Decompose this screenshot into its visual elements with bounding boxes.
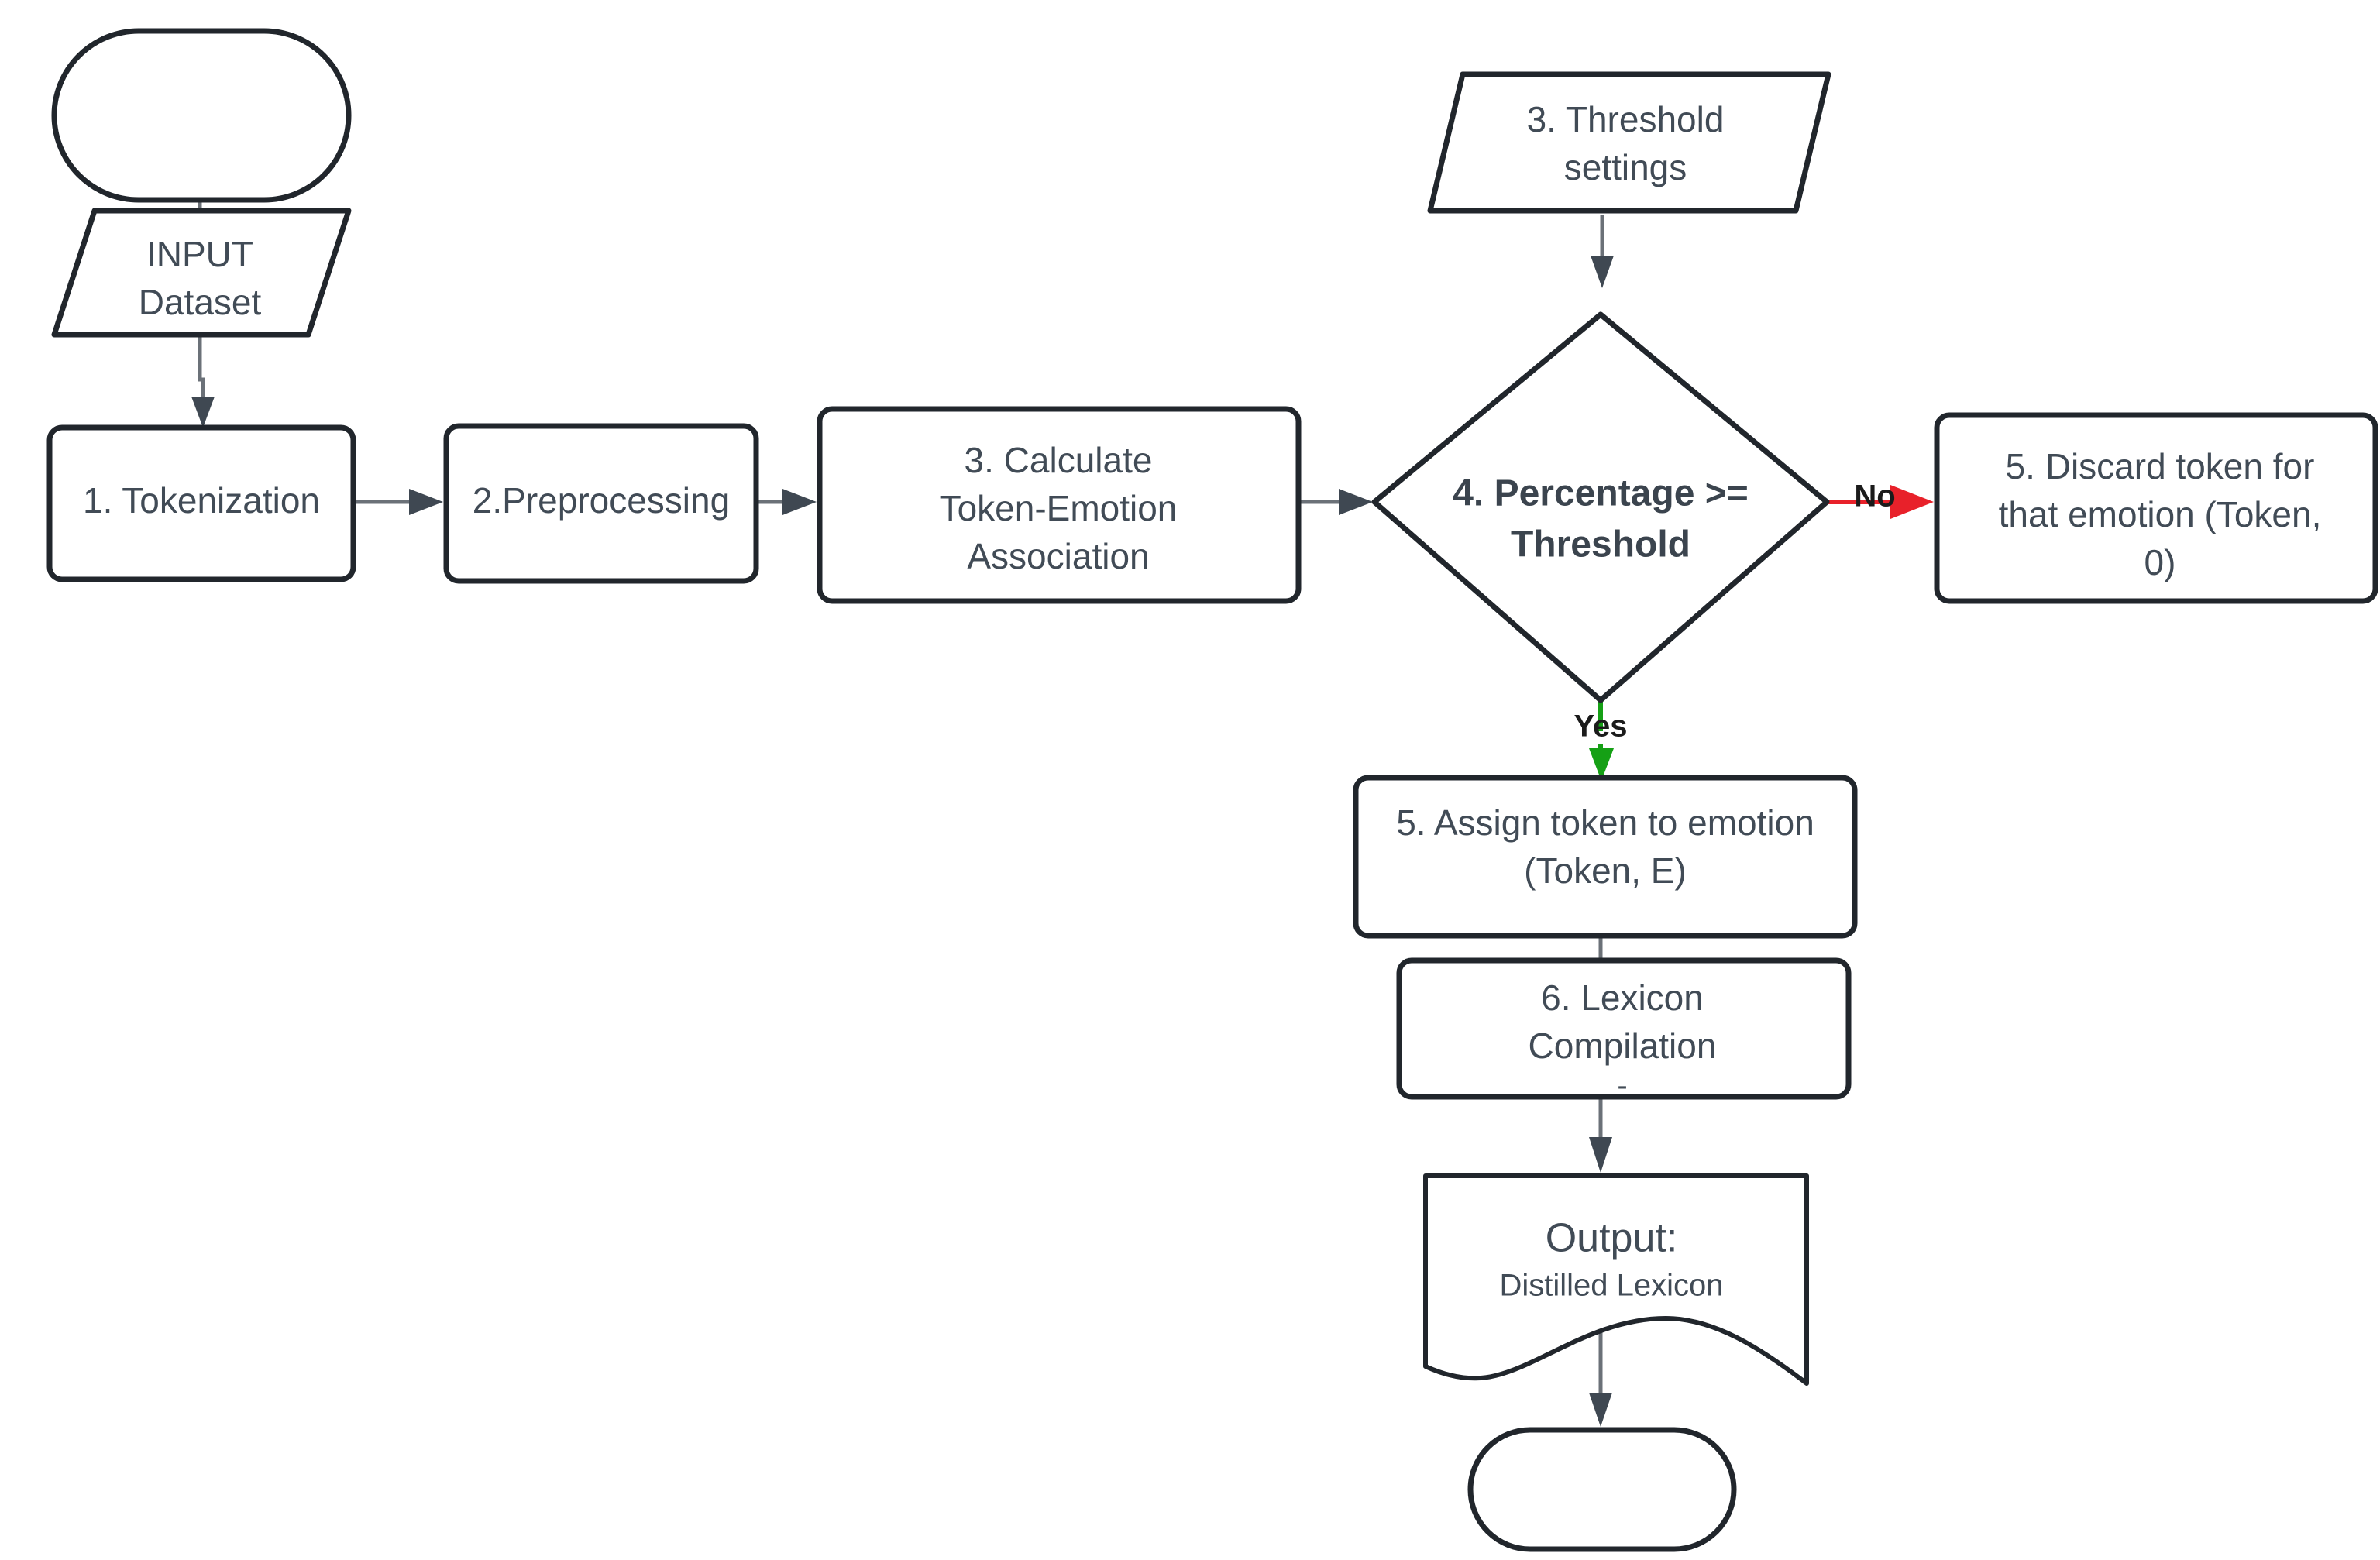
input-dataset-line2: Dataset: [139, 282, 262, 322]
edge-threshold-to-decision: [1591, 215, 1614, 288]
lexicon-compilation-artifact: -: [1617, 1069, 1627, 1103]
node-discard-token[interactable]: 5. Discard token for that emotion (Token…: [1934, 412, 2378, 604]
lexicon-compilation-line2: Compilation: [1529, 1026, 1717, 1066]
node-output-document[interactable]: Output: Distilled Lexicon: [1423, 1173, 1809, 1386]
discard-token-line3: 0): [2144, 542, 2176, 582]
decision-line2: Threshold: [1511, 524, 1690, 565]
calculate-assoc-line3: Association: [967, 536, 1149, 576]
edge-tokenization-to-preprocessing: [353, 489, 443, 515]
lexicon-compilation-line1: 6. Lexicon: [1541, 978, 1704, 1018]
output-document-line2: Distilled Lexicon: [1499, 1269, 1723, 1303]
threshold-settings-line2: settings: [1564, 147, 1687, 187]
edge-label-no: No: [1854, 479, 1895, 514]
node-preprocessing[interactable]: 2.Preprocessing: [443, 423, 759, 584]
threshold-settings-line1: 3. Threshold: [1527, 99, 1725, 139]
preprocessing-label: 2.Preprocessing: [473, 480, 730, 521]
node-tokenization[interactable]: 1. Tokenization: [46, 424, 356, 582]
node-input-dataset[interactable]: INPUT Dataset: [51, 208, 352, 338]
node-calculate-association[interactable]: 3. Calculate Token-Emotion Association: [817, 406, 1302, 604]
node-decision-percentage-threshold[interactable]: 4. Percentage >= Threshold: [1371, 311, 1830, 703]
node-end-terminal[interactable]: [1467, 1427, 1737, 1552]
tokenization-label: 1. Tokenization: [83, 480, 320, 521]
node-lexicon-compilation[interactable]: 6. Lexicon Compilation -: [1396, 957, 1852, 1103]
output-document-line1: Output:: [1546, 1216, 1678, 1261]
edge-decision-to-assign: Yes: [1574, 702, 1628, 781]
calculate-assoc-line2: Token-Emotion: [940, 488, 1178, 528]
edge-preprocessing-to-calculate: [758, 489, 817, 515]
discard-token-line2: that emotion (Token,: [1999, 494, 2322, 534]
edge-lexicon-to-output: [1589, 1094, 1612, 1173]
edge-input-to-tokenization: [191, 335, 215, 428]
edge-label-yes: Yes: [1574, 710, 1628, 744]
input-dataset-line1: INPUT: [146, 234, 253, 274]
discard-token-line1: 5. Discard token for: [2006, 446, 2315, 486]
edge-decision-to-discard: No: [1827, 479, 1934, 519]
node-threshold-settings[interactable]: 3. Threshold settings: [1427, 71, 1831, 214]
node-assign-token[interactable]: 5. Assign token to emotion (Token, E): [1353, 775, 1858, 939]
decision-line1: 4. Percentage >=: [1453, 473, 1749, 514]
node-start-terminal[interactable]: [51, 28, 352, 203]
assign-token-line1: 5. Assign token to emotion: [1396, 802, 1814, 843]
calculate-assoc-line1: 3. Calculate: [965, 440, 1153, 480]
edge-calculate-to-decision: [1298, 489, 1373, 515]
assign-token-line2: (Token, E): [1524, 850, 1687, 891]
